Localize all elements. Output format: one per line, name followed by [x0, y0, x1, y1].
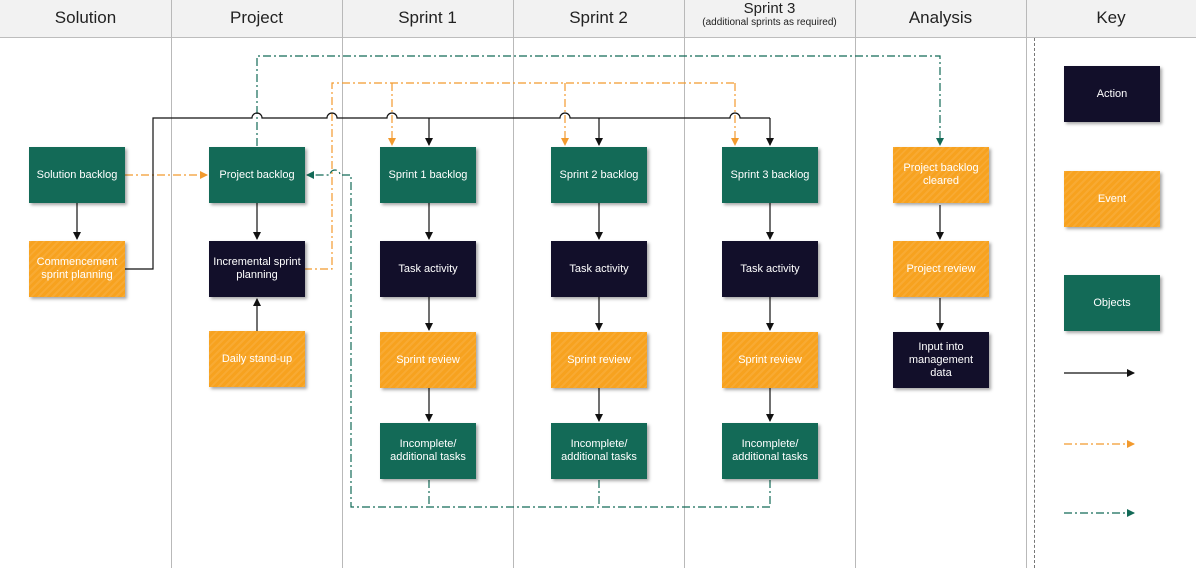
column-header-solution: Solution: [0, 0, 171, 38]
node-sprint-1-review: Sprint review: [380, 332, 476, 388]
node-sprint-3-incomplete-tasks: Incomplete/ additional tasks: [722, 423, 818, 479]
node-daily-standup: Daily stand-up: [209, 331, 305, 387]
column-divider: [171, 0, 172, 568]
column-header-key: Key: [1026, 0, 1196, 38]
column-header-sprint-3-note: (additional sprints as required): [702, 17, 837, 28]
node-project-backlog-cleared: Project backlog cleared: [893, 147, 989, 203]
node-sprint-2-incomplete-tasks: Incomplete/ additional tasks: [551, 423, 647, 479]
column-header-project: Project: [171, 0, 342, 38]
column-divider: [1026, 0, 1027, 568]
key-objects: Objects: [1064, 275, 1160, 331]
column-header-sprint-3: Sprint 3(additional sprints as required): [684, 0, 855, 38]
column-header-analysis: Analysis: [855, 0, 1026, 38]
orange-event-connectors: [125, 82, 739, 270]
node-sprint-1-task-activity: Task activity: [380, 241, 476, 297]
column-header-sprint-2: Sprint 2: [513, 0, 684, 38]
key-action: Action: [1064, 66, 1160, 122]
column-divider: [855, 0, 856, 568]
node-sprint-3-task-activity: Task activity: [722, 241, 818, 297]
node-sprint-1-incomplete-tasks: Incomplete/ additional tasks: [380, 423, 476, 479]
node-input-into-management-data: Input into management data: [893, 332, 989, 388]
node-incremental-sprint-planning: Incremental sprint planning: [209, 241, 305, 297]
key-divider: [1034, 38, 1035, 568]
node-project-backlog: Project backlog: [209, 147, 305, 203]
key-line-samples: [1064, 369, 1135, 517]
column-divider: [684, 0, 685, 568]
node-sprint-3-backlog: Sprint 3 backlog: [722, 147, 818, 203]
node-sprint-3-review: Sprint review: [722, 332, 818, 388]
node-sprint-2-review: Sprint review: [551, 332, 647, 388]
column-divider: [342, 0, 343, 568]
key-event: Event: [1064, 171, 1160, 227]
node-project-review: Project review: [893, 241, 989, 297]
black-action-connectors: [73, 112, 944, 422]
column-header-sprint-1: Sprint 1: [342, 0, 513, 38]
node-commencement-sprint-planning: Commencement sprint planning: [29, 241, 125, 297]
column-divider: [513, 0, 514, 568]
node-sprint-2-backlog: Sprint 2 backlog: [551, 147, 647, 203]
node-solution-backlog: Solution backlog: [29, 147, 125, 203]
node-sprint-2-task-activity: Task activity: [551, 241, 647, 297]
node-sprint-1-backlog: Sprint 1 backlog: [380, 147, 476, 203]
green-object-connectors: [256, 55, 944, 508]
